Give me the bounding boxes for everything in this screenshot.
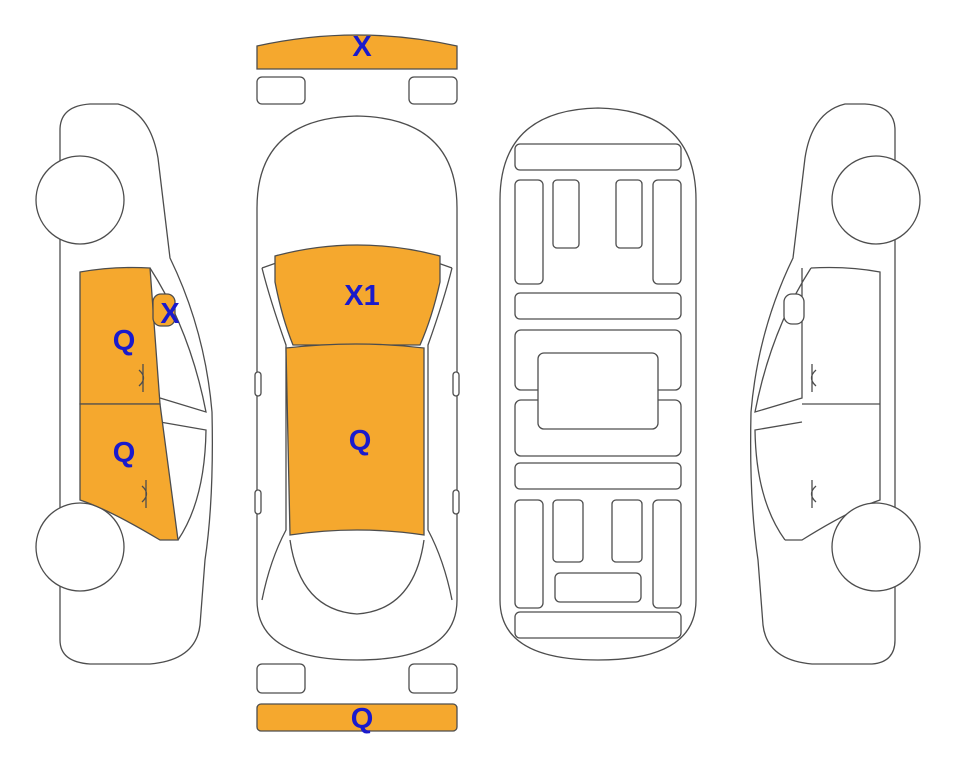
left-rear-wheel[interactable] bbox=[35, 502, 125, 592]
underbody-front-left-inner bbox=[552, 179, 580, 249]
hood-panel[interactable] bbox=[274, 244, 441, 346]
underbody-rear-right-inner bbox=[611, 499, 643, 563]
right-front-wheel[interactable] bbox=[831, 155, 921, 245]
right-rear-handle bbox=[810, 480, 817, 508]
left-window-frame bbox=[149, 267, 207, 413]
underbody-view bbox=[499, 107, 697, 661]
top-right-rear-mark bbox=[452, 489, 460, 515]
underbody-rear-left-rail bbox=[514, 499, 544, 609]
top-left-rear-mark bbox=[254, 489, 262, 515]
left-front-door-code: Q bbox=[113, 325, 136, 357]
underbody-front-bar bbox=[514, 143, 682, 171]
top-right-mirror bbox=[452, 371, 460, 397]
right-mirror[interactable] bbox=[783, 293, 805, 325]
top-right-pillar bbox=[427, 267, 453, 601]
right-window-frame bbox=[754, 267, 812, 413]
underbody-front-right-inner bbox=[615, 179, 643, 249]
top-left-mirror bbox=[254, 371, 262, 397]
front-bumper-code: X bbox=[352, 31, 372, 63]
underbody-center-plate bbox=[537, 352, 659, 430]
left-mirror[interactable] bbox=[152, 293, 176, 327]
roof-code: Q bbox=[349, 425, 372, 457]
underbody-front-left-rail bbox=[514, 179, 544, 285]
rear-bumper-panel[interactable] bbox=[256, 703, 458, 732]
underbody-rear-bar bbox=[514, 611, 682, 639]
top-rear-glass bbox=[289, 539, 425, 615]
right-side-view bbox=[749, 103, 921, 665]
underbody-cross-bar-1 bbox=[514, 292, 682, 320]
underbody-front-right-rail bbox=[652, 179, 682, 285]
left-front-wheel[interactable] bbox=[35, 155, 125, 245]
rear-left-light[interactable] bbox=[256, 663, 306, 694]
right-front-handle bbox=[810, 364, 817, 392]
right-window-lower bbox=[754, 421, 803, 541]
left-rear-door-code: Q bbox=[113, 437, 136, 469]
left-rear-door[interactable] bbox=[79, 403, 179, 541]
left-front-handle bbox=[138, 364, 145, 392]
roof-panel[interactable] bbox=[285, 343, 425, 536]
top-view: X1 Q bbox=[254, 115, 460, 661]
underbody-rear-left-inner bbox=[552, 499, 584, 563]
hood-code: X1 bbox=[344, 280, 379, 312]
rear-section: Q bbox=[256, 663, 458, 735]
front-right-light[interactable] bbox=[408, 76, 458, 105]
top-left-pillar bbox=[261, 267, 287, 601]
underbody-rear-right-rail bbox=[652, 499, 682, 609]
underbody-rear-plate bbox=[554, 572, 642, 603]
front-left-light[interactable] bbox=[256, 76, 306, 105]
left-side-view: X Q Q bbox=[35, 103, 214, 665]
rear-right-light[interactable] bbox=[408, 663, 458, 694]
right-door-outline bbox=[785, 266, 881, 541]
underbody-cross-bar-2 bbox=[514, 462, 682, 490]
left-mirror-code: X bbox=[160, 298, 180, 330]
right-rear-wheel[interactable] bbox=[831, 502, 921, 592]
front-bumper-panel[interactable] bbox=[256, 34, 458, 70]
left-window-lower bbox=[159, 421, 207, 541]
rear-bumper-code: Q bbox=[351, 703, 374, 735]
left-rear-handle bbox=[141, 480, 148, 508]
front-section: X bbox=[256, 31, 458, 105]
left-front-door[interactable] bbox=[79, 266, 161, 405]
